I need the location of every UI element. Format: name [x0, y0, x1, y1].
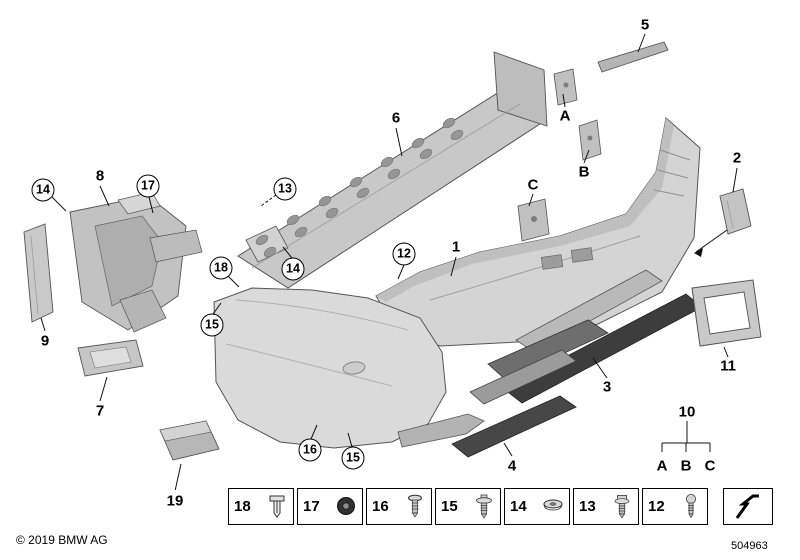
cross-reference-arrow-icon — [735, 494, 759, 519]
callout-3[interactable]: 3 — [602, 378, 612, 396]
expansion-clip-icon — [269, 495, 285, 518]
callout-a-top[interactable]: A — [559, 107, 571, 125]
callout-9[interactable]: 9 — [40, 332, 50, 350]
callout-6[interactable]: 6 — [391, 109, 401, 127]
carrier-holes — [255, 117, 464, 258]
diagram-canvas — [23, 33, 762, 490]
callout-5[interactable]: 5 — [640, 16, 650, 34]
callout-12-circled[interactable]: 12 — [392, 242, 416, 266]
callout-19[interactable]: 19 — [166, 492, 184, 510]
callout-b-top[interactable]: B — [578, 163, 590, 181]
legend-item-label: 12 — [648, 498, 665, 515]
callout-15-circled-bottom[interactable]: 15 — [341, 446, 365, 470]
bracket-c — [517, 198, 550, 242]
callout-13-circled[interactable]: 13 — [273, 177, 297, 201]
part-2-corner-piece — [719, 188, 752, 235]
legend-item-label: 17 — [303, 498, 320, 515]
part-bumper-skin — [213, 287, 485, 449]
document-number: 504963 — [731, 540, 768, 552]
callout-14-circled-right[interactable]: 14 — [281, 257, 305, 281]
callout-8[interactable]: 8 — [95, 167, 105, 185]
fastener-legend: 18 17 16 — [228, 488, 708, 525]
cross-reference-box[interactable] — [723, 488, 773, 525]
part-9-side-strip — [23, 223, 54, 323]
callout-4[interactable]: 4 — [507, 457, 517, 475]
part-11-frame — [691, 279, 762, 347]
legend-item-15[interactable]: 15 — [435, 488, 501, 525]
legend-item-label: 18 — [234, 498, 251, 515]
callout-16-circled[interactable]: 16 — [298, 438, 322, 462]
washer-screw-icon — [476, 494, 492, 519]
bracket-b — [578, 119, 602, 161]
legend-item-14[interactable]: 14 — [504, 488, 570, 525]
callout-14-circled-left[interactable]: 14 — [31, 178, 55, 202]
callout-7[interactable]: 7 — [95, 402, 105, 420]
legend-item-17[interactable]: 17 — [297, 488, 363, 525]
callout-2[interactable]: 2 — [732, 149, 742, 167]
callout-11[interactable]: 11 — [720, 357, 736, 375]
part-7-tray — [77, 339, 144, 377]
legend-item-label: 14 — [510, 498, 527, 515]
callout-b-group10[interactable]: B — [680, 457, 692, 475]
callout-1[interactable]: 1 — [451, 238, 461, 256]
hex-screw-icon — [614, 494, 630, 519]
part-5-upper-strip — [597, 41, 669, 73]
callout-15-circled-left[interactable]: 15 — [200, 313, 224, 337]
part-8-bracket-assembly — [69, 191, 203, 333]
copyright-text: © 2019 BMW AG — [16, 533, 108, 547]
rear-diffuser — [469, 319, 609, 405]
part-6-bumper-carrier — [237, 51, 548, 289]
callout-c-group10[interactable]: C — [704, 457, 716, 475]
part-4-lower-trim — [451, 395, 577, 458]
bracket-a — [553, 68, 578, 106]
legend-item-18[interactable]: 18 — [228, 488, 294, 525]
legend-item-16[interactable]: 16 — [366, 488, 432, 525]
legend-item-label: 13 — [579, 498, 596, 515]
legend-item-12[interactable]: 12 — [642, 488, 708, 525]
leader-lines — [40, 33, 738, 490]
flange-screw-icon — [408, 494, 422, 518]
callout-18-circled[interactable]: 18 — [209, 256, 233, 280]
legend-item-13[interactable]: 13 — [573, 488, 639, 525]
callout-17-circled[interactable]: 17 — [136, 174, 160, 198]
callout-10[interactable]: 10 — [678, 403, 696, 421]
callout-c-top[interactable]: C — [527, 176, 539, 194]
round-head-screw-icon — [686, 493, 696, 518]
part-19-foam-block — [159, 420, 220, 461]
rubber-grommet-icon — [337, 496, 355, 515]
legend-item-label: 15 — [441, 498, 458, 515]
body-washer-icon — [543, 499, 563, 510]
legend-item-label: 16 — [372, 498, 389, 515]
callout-a-group10[interactable]: A — [656, 457, 668, 475]
